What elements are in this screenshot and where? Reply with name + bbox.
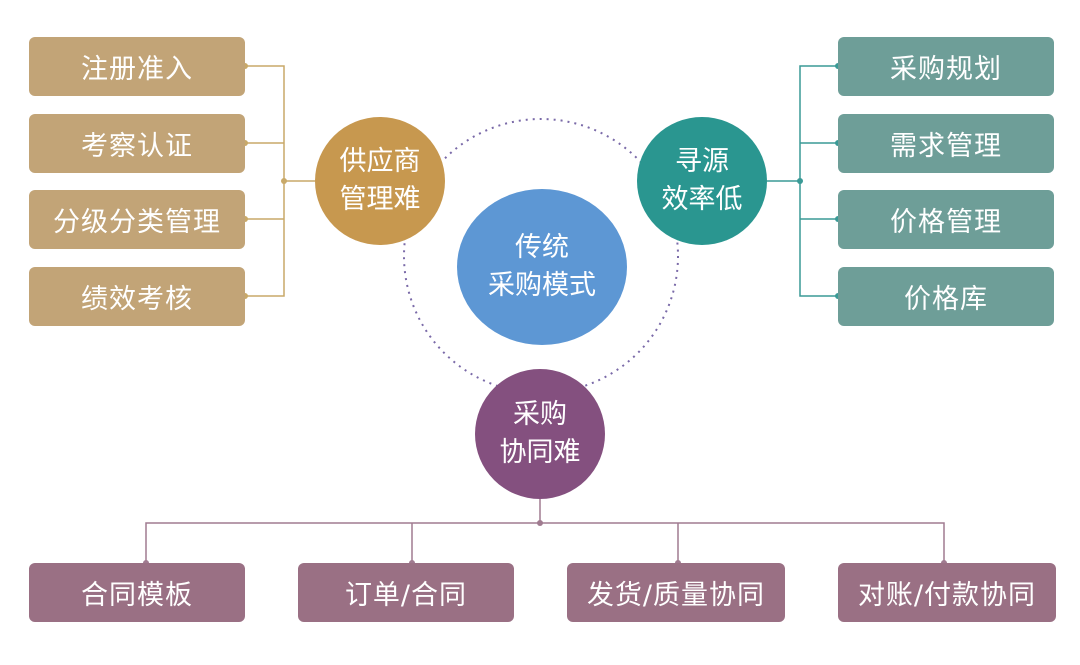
- box-sourcing-item-1: 采购规划: [838, 37, 1054, 96]
- collab-hub-line2: 协同难: [499, 437, 581, 468]
- supplier-hub-circle: 供应商 管理难: [315, 117, 445, 245]
- box-supplier-item-2: 考察认证: [29, 114, 245, 173]
- center-line2: 采购模式: [488, 270, 596, 301]
- box-sourcing-item-3: 价格管理: [838, 190, 1054, 249]
- collab-hub-circle: 采购 协同难: [475, 369, 605, 499]
- bottom-connectors: [145, 499, 945, 563]
- dotted-ring: [403, 118, 679, 394]
- box-collab-item-3: 发货/质量协同: [567, 563, 785, 622]
- center-circle: 传统 采购模式: [457, 189, 627, 345]
- sourcing-hub-line2: 效率低: [661, 184, 743, 215]
- box-collab-item-1: 合同模板: [29, 563, 245, 622]
- sourcing-hub-circle: 寻源 效率低: [637, 117, 767, 245]
- collab-hub-line1: 采购: [513, 399, 567, 430]
- sourcing-hub-line1: 寻源: [675, 146, 729, 177]
- box-collab-item-4: 对账/付款协同: [838, 563, 1056, 622]
- supplier-hub-line2: 管理难: [339, 184, 421, 215]
- center-line1: 传统: [515, 232, 569, 263]
- box-sourcing-item-4: 价格库: [838, 267, 1054, 326]
- box-supplier-item-4: 绩效考核: [29, 267, 245, 326]
- box-supplier-item-1: 注册准入: [29, 37, 245, 96]
- left-connectors: [245, 65, 315, 297]
- box-sourcing-item-2: 需求管理: [838, 114, 1054, 173]
- box-collab-item-2: 订单/合同: [298, 563, 514, 622]
- supplier-hub-line1: 供应商: [339, 146, 421, 177]
- box-supplier-item-3: 分级分类管理: [29, 190, 245, 249]
